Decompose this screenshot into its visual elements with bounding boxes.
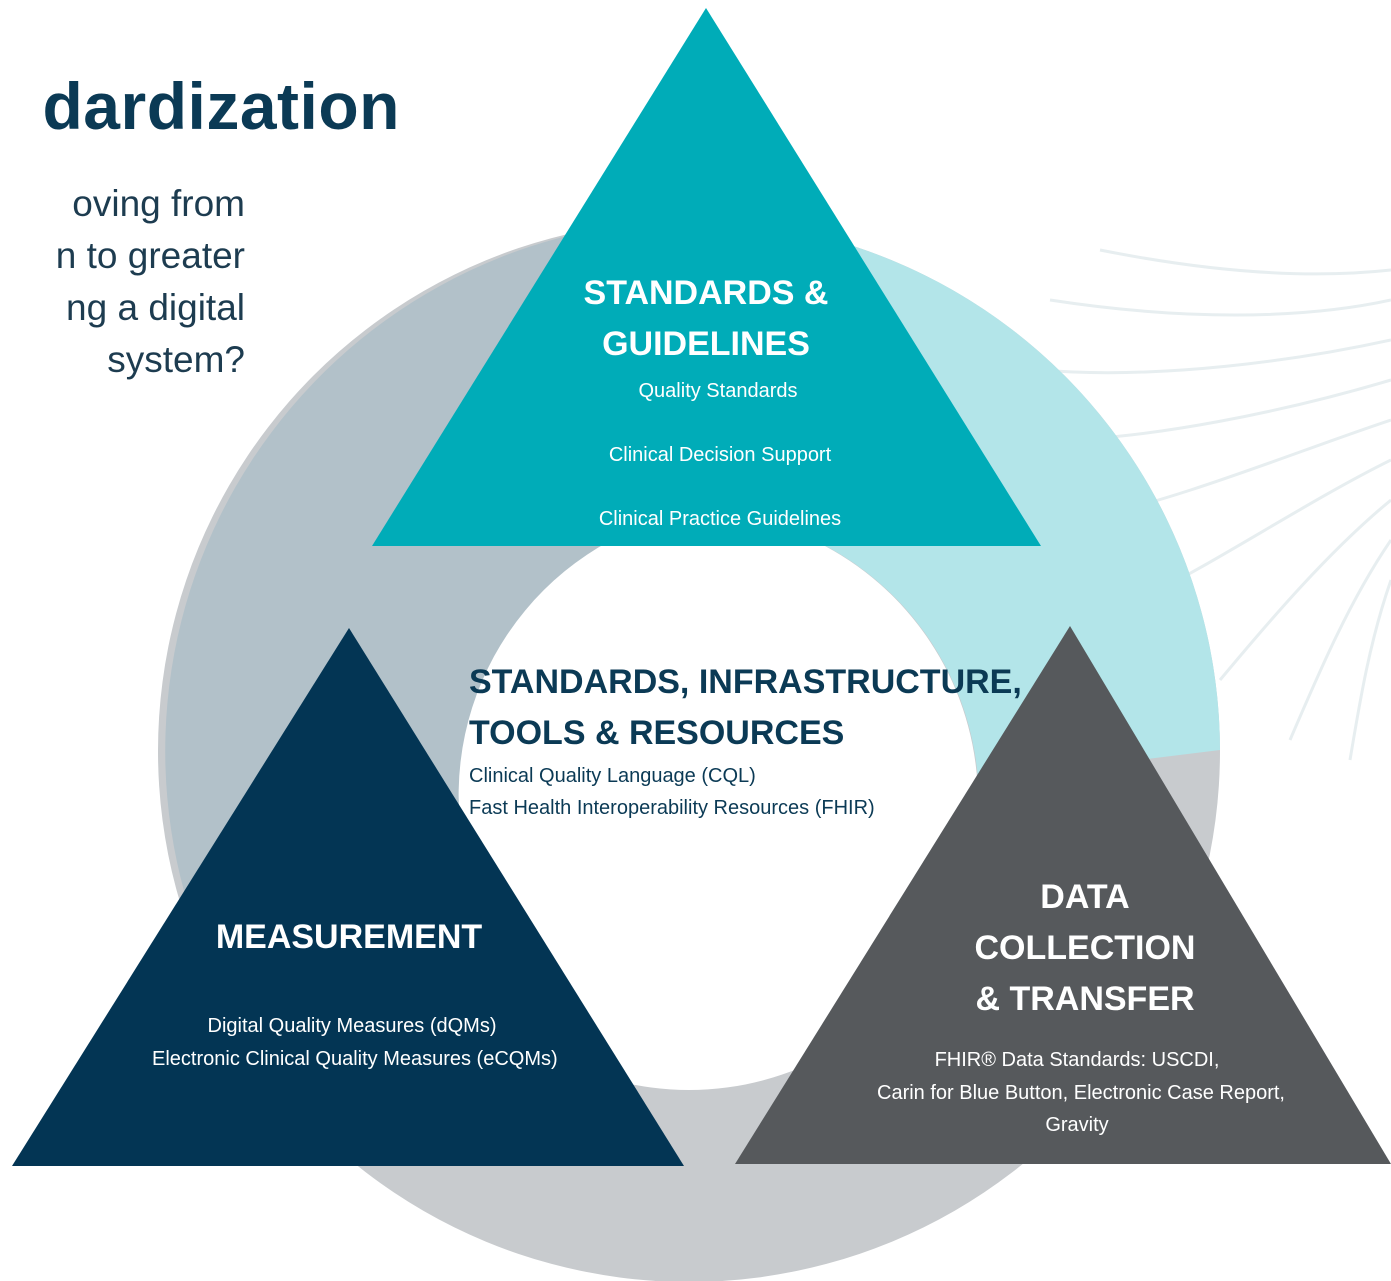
measurement-item-ecqms: Electronic Clinical Quality Measures (eC… [152,1048,558,1070]
standards-guidelines-heading-line-1: STANDARDS & [583,274,829,312]
data-collection-heading-line-2: COLLECTION [974,929,1196,967]
measurement-item-dqms: Digital Quality Measures (dQMs) [207,1015,497,1037]
subtitle-line-3: ng a digital [66,287,245,328]
data-collection-item-line-3: Gravity [1045,1114,1109,1136]
core-item-cql: Clinical Quality Language (CQL) [469,765,756,787]
subtitle-line-2: n to greater [55,235,245,276]
data-collection-heading-line-1: DATA [1040,878,1130,916]
core-item-fhir: Fast Health Interoperability Resources (… [469,797,875,819]
triangle-standards-guidelines [372,8,1041,546]
data-collection-item-line-1: FHIR® Data Standards: USCDI, [934,1049,1220,1071]
data-collection-item-line-2: Carin for Blue Button, Electronic Case R… [877,1082,1285,1104]
measurement-heading: MEASUREMENT [215,918,483,956]
page-title: dardization [42,69,400,143]
subtitle-line-1: oving from [72,183,245,224]
core-heading-line-2: TOOLS & RESOURCES [469,714,845,752]
standards-guidelines-item-clinical-practice-guidelines: Clinical Practice Guidelines [598,508,842,530]
palm-leaf-decoration [1039,248,1391,761]
standards-guidelines-item-quality-standards: Quality Standards [638,380,798,402]
core-heading-line-1: STANDARDS, INFRASTRUCTURE, [469,663,1022,701]
triangle-measurement [12,628,684,1166]
subtitle-line-4: system? [107,339,245,380]
data-collection-heading-line-3: & TRANSFER [975,980,1195,1018]
standards-guidelines-heading-line-2: GUIDELINES [602,325,810,363]
triangle-data-collection [735,626,1391,1164]
standards-guidelines-item-clinical-decision-support: Clinical Decision Support [608,444,832,466]
